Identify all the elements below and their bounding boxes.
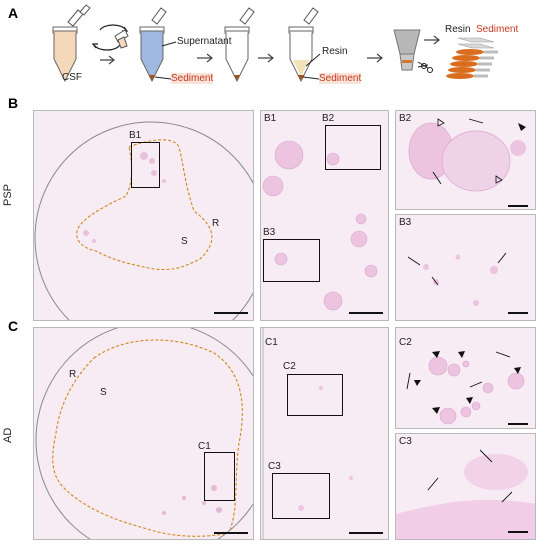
resin-pointer (305, 53, 321, 67)
c3-panel-label: C3 (399, 436, 412, 447)
b2-marker: B2 (322, 113, 335, 124)
c3-marker: C3 (268, 461, 281, 472)
tube-3-icon (224, 26, 250, 83)
c-overview-drawing (35, 328, 253, 539)
c1-panel-label: C1 (265, 337, 278, 348)
c-scale-bar (214, 532, 248, 534)
b-scale-bar (214, 312, 248, 314)
flow-arrow-5 (424, 35, 440, 45)
c-region-r: R (69, 369, 77, 380)
b3-panel (395, 214, 536, 321)
tube-resin-icon (288, 26, 314, 83)
c3-inset-box (272, 473, 330, 519)
b2-inset-box (325, 125, 381, 170)
sediment-pointer-2 (302, 76, 320, 80)
tube-supernatant-icon (139, 26, 165, 83)
b1-panel (260, 110, 389, 321)
c2-scale-bar (508, 423, 528, 425)
resin-sediment-label-resin: Resin (445, 24, 471, 35)
scissors-icon (417, 61, 433, 73)
panel-letter-c: C (8, 318, 19, 334)
flow-arrow-3 (258, 53, 274, 63)
b2-scale-bar (508, 205, 528, 207)
supernatant-label: Supernatant (177, 36, 232, 47)
workflow-illustration (52, 4, 498, 83)
flow-arrow-4 (367, 53, 383, 63)
b3-inset-box (263, 239, 320, 282)
row-label-psp: PSP (2, 183, 14, 206)
pipette-2-icon (151, 7, 167, 25)
b-overview-drawing (34, 121, 253, 320)
b1-marker: B1 (129, 130, 142, 141)
b-region-r: R (212, 218, 220, 229)
b-sediment-outline (76, 139, 213, 271)
c1-inset-box (204, 452, 235, 501)
b1-inset-box (131, 142, 160, 188)
row-label-ad: AD (2, 427, 14, 443)
c2-panel-label: C2 (399, 337, 412, 348)
b3-marker: B3 (263, 227, 276, 238)
c-region-s: S (100, 387, 107, 398)
c-overview-panel (33, 327, 254, 540)
pipette-icon (67, 4, 91, 27)
resin-sediment-label-sediment: Sediment (476, 24, 519, 35)
c2-marker: C2 (283, 361, 296, 372)
supernatant-pointer (161, 41, 177, 47)
b2-panel-label: B2 (399, 113, 412, 124)
flow-arrow-1 (100, 55, 115, 65)
resin-label: Resin (322, 46, 348, 57)
b3-scale-bar (508, 312, 528, 314)
c-sediment-outline (52, 339, 243, 537)
flow-arrow-2 (197, 53, 213, 63)
small-tube-icon (114, 29, 129, 49)
b3-drawing (407, 252, 507, 306)
b1-panel-label: B1 (264, 113, 277, 124)
sediment-label-2: Sediment (319, 73, 362, 84)
b2-panel (395, 110, 536, 210)
c3-panel (395, 433, 536, 540)
panel-letter-a: A (8, 5, 19, 21)
b1-drawing (262, 140, 378, 311)
b3-panel-label: B3 (399, 217, 412, 228)
b1-scale-bar (349, 312, 383, 314)
c1-marker: C1 (198, 441, 211, 452)
c2-inset-box (287, 374, 343, 416)
c3-scale-bar (508, 531, 528, 533)
b-region-s: S (181, 236, 188, 247)
c1-drawing (262, 328, 353, 539)
pipette-4-icon (303, 7, 319, 25)
c2-drawing (406, 351, 525, 425)
b2-drawing (408, 118, 526, 192)
c2-panel (395, 327, 536, 429)
csf-label: CSF (62, 72, 82, 83)
pipette-3-icon (239, 7, 255, 25)
tube-csf-icon (52, 26, 78, 83)
resin-sections-icon (446, 37, 498, 79)
panel-letter-b: B (8, 95, 19, 111)
sediment-label-1: Sediment (171, 73, 214, 84)
resin-block-icon (393, 29, 421, 71)
b-overview-panel (33, 110, 254, 321)
c1-scale-bar (349, 532, 383, 534)
sediment-pointer (154, 76, 172, 80)
c3-drawing (396, 449, 535, 539)
c1-panel (260, 327, 389, 540)
